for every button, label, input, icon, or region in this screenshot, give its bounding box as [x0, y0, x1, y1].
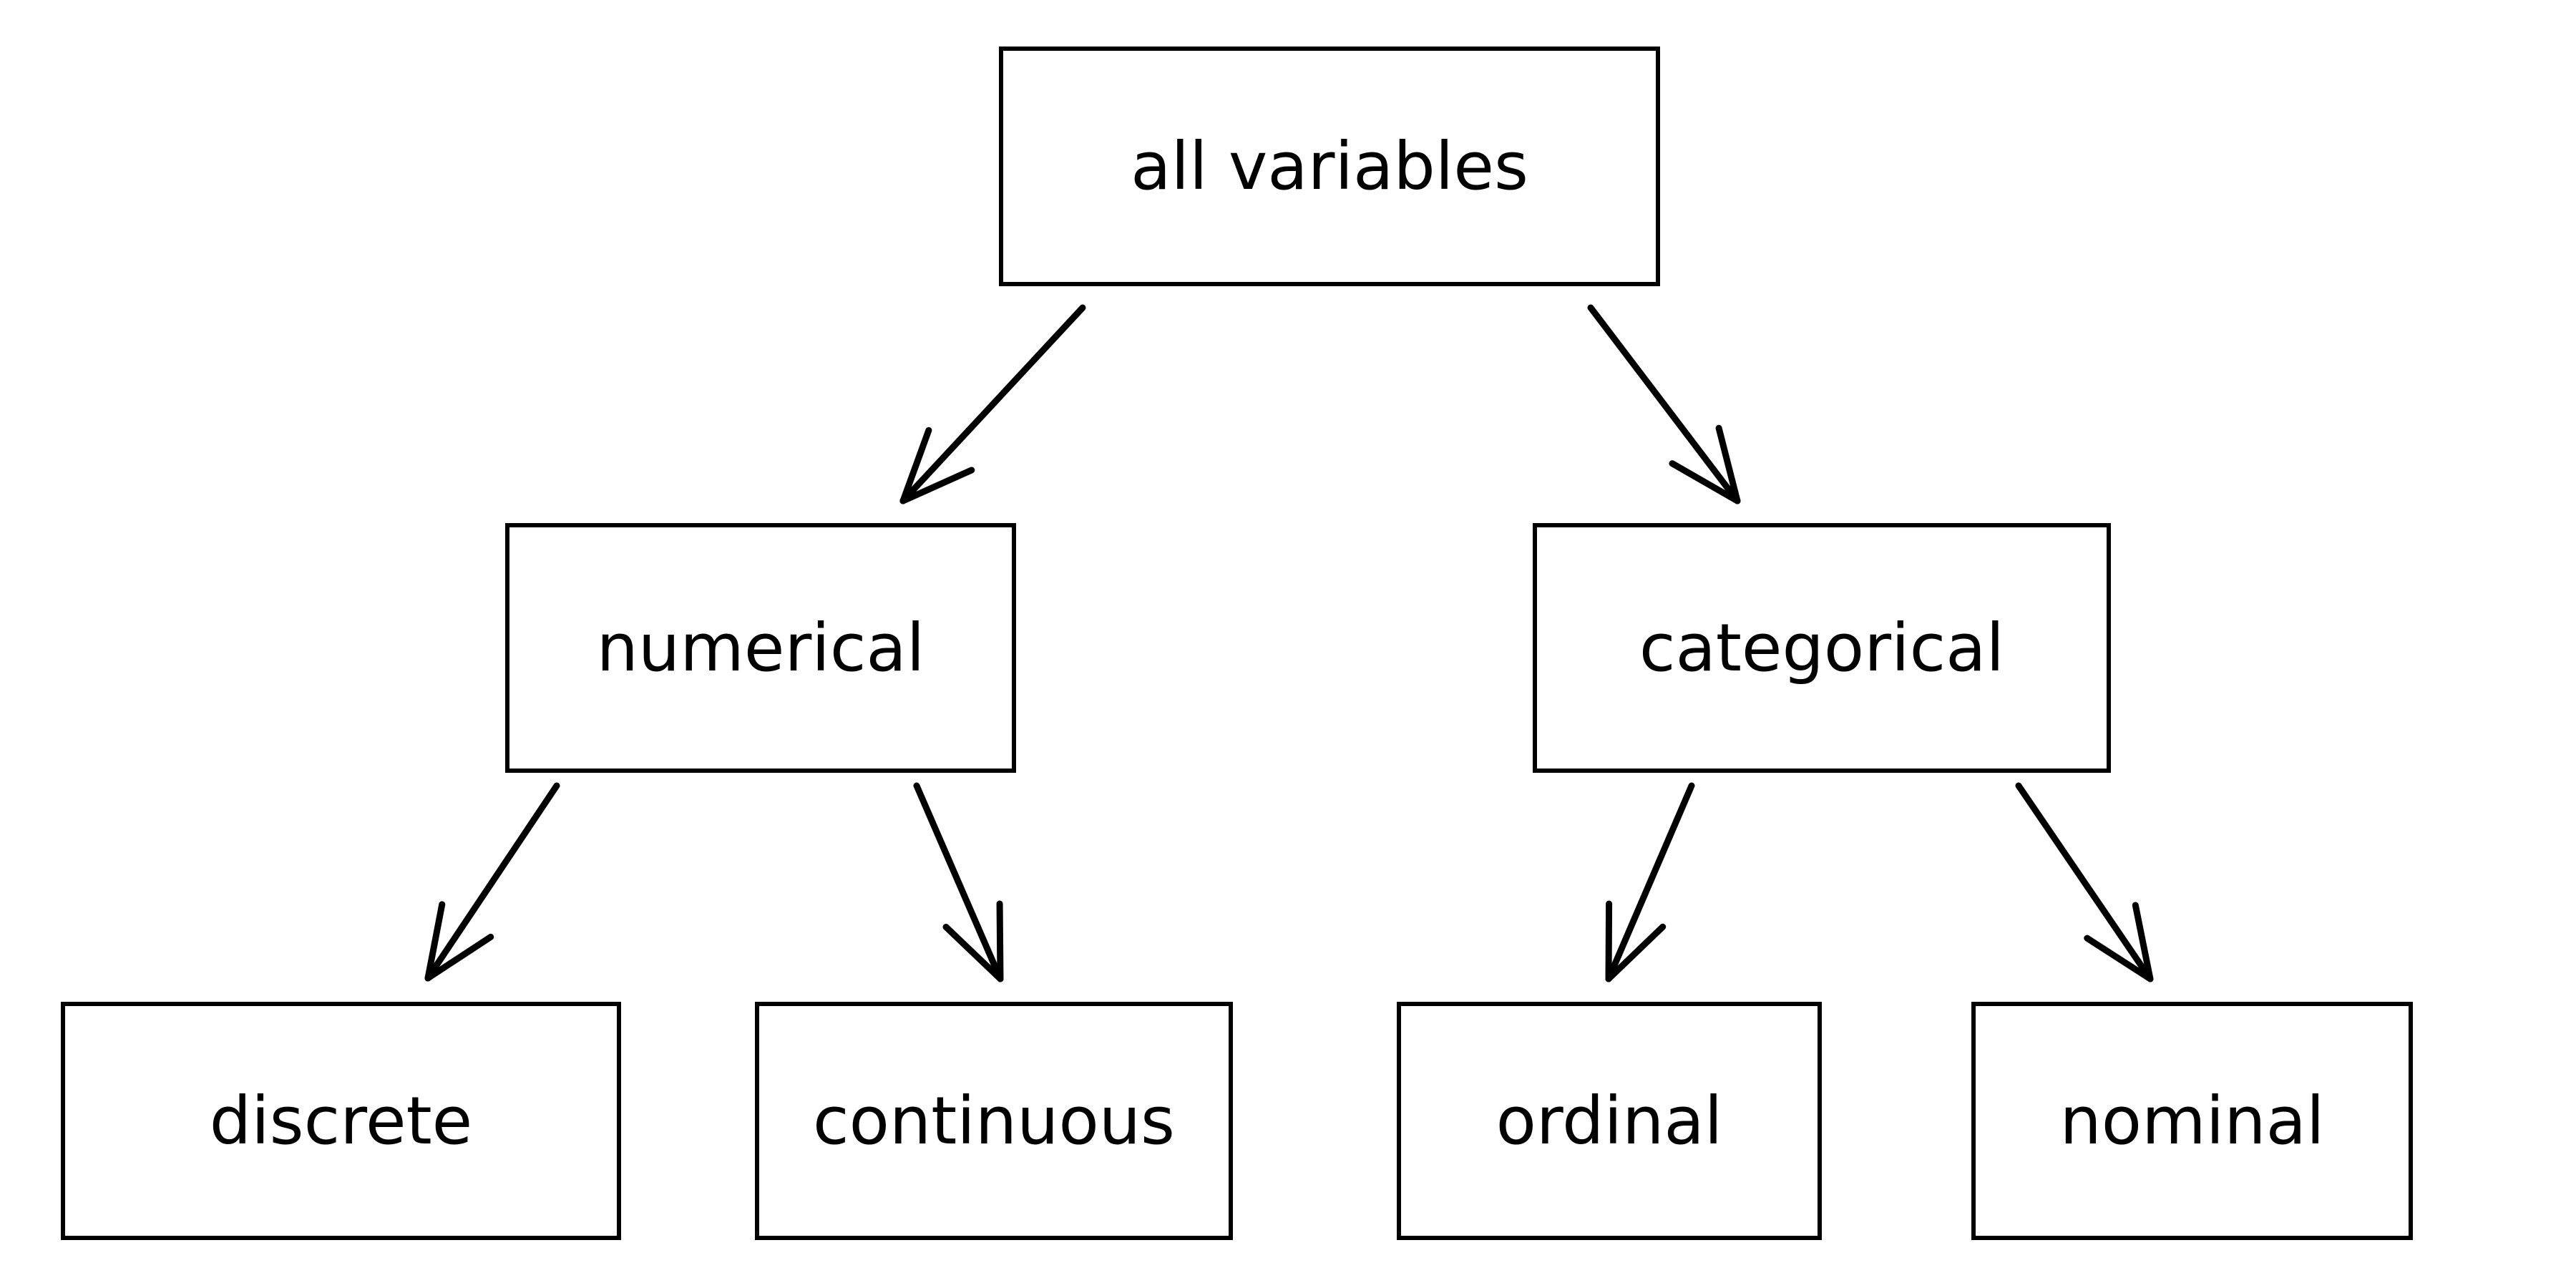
- edge-all-to-numerical: [899, 304, 1086, 504]
- node-label: ordinal: [1496, 1082, 1723, 1159]
- node-label: discrete: [209, 1082, 473, 1159]
- arrow-shaft: [899, 304, 1086, 504]
- arrow-shaft: [424, 782, 560, 982]
- arrowhead-barb-0: [424, 933, 494, 982]
- node-discrete[interactable]: discrete: [61, 1002, 621, 1240]
- edge-categorical-to-ordinal: [1605, 782, 1695, 982]
- arrowhead-barb-1: [2084, 935, 2154, 982]
- arrowhead-barb-1: [424, 901, 446, 982]
- node-numerical[interactable]: numerical: [505, 523, 1016, 773]
- edge-numerical-to-continuous: [913, 782, 1004, 982]
- node-categorical[interactable]: categorical: [1533, 523, 2111, 773]
- arrowhead-barb-1: [1669, 460, 1741, 504]
- edge-numerical-to-discrete: [424, 782, 560, 982]
- node-label: categorical: [1639, 609, 2005, 686]
- arrowhead-barb-0: [1715, 424, 1741, 504]
- node-nominal[interactable]: nominal: [1971, 1002, 2413, 1240]
- node-label: nominal: [2059, 1082, 2325, 1159]
- arrowhead-barb-1: [942, 924, 1004, 982]
- arrow-shaft: [1587, 304, 1741, 504]
- node-label: all variables: [1131, 127, 1528, 205]
- edge-all-to-categorical: [1587, 304, 1741, 504]
- arrow-shaft: [2015, 782, 2154, 982]
- node-label: numerical: [596, 609, 925, 686]
- arrowhead-barb-0: [2132, 902, 2154, 982]
- node-label: continuous: [813, 1082, 1175, 1159]
- edge-categorical-to-nominal: [2015, 782, 2154, 982]
- node-continuous[interactable]: continuous: [755, 1002, 1233, 1240]
- arrowhead-barb-1: [899, 426, 932, 504]
- arrowhead-barb-0: [1605, 923, 1667, 982]
- node-all-variables[interactable]: all variables: [999, 47, 1660, 286]
- arrowhead-barb-0: [899, 467, 975, 504]
- arrow-shaft: [913, 782, 1004, 982]
- arrow-shaft: [1605, 782, 1695, 982]
- node-ordinal[interactable]: ordinal: [1397, 1002, 1822, 1240]
